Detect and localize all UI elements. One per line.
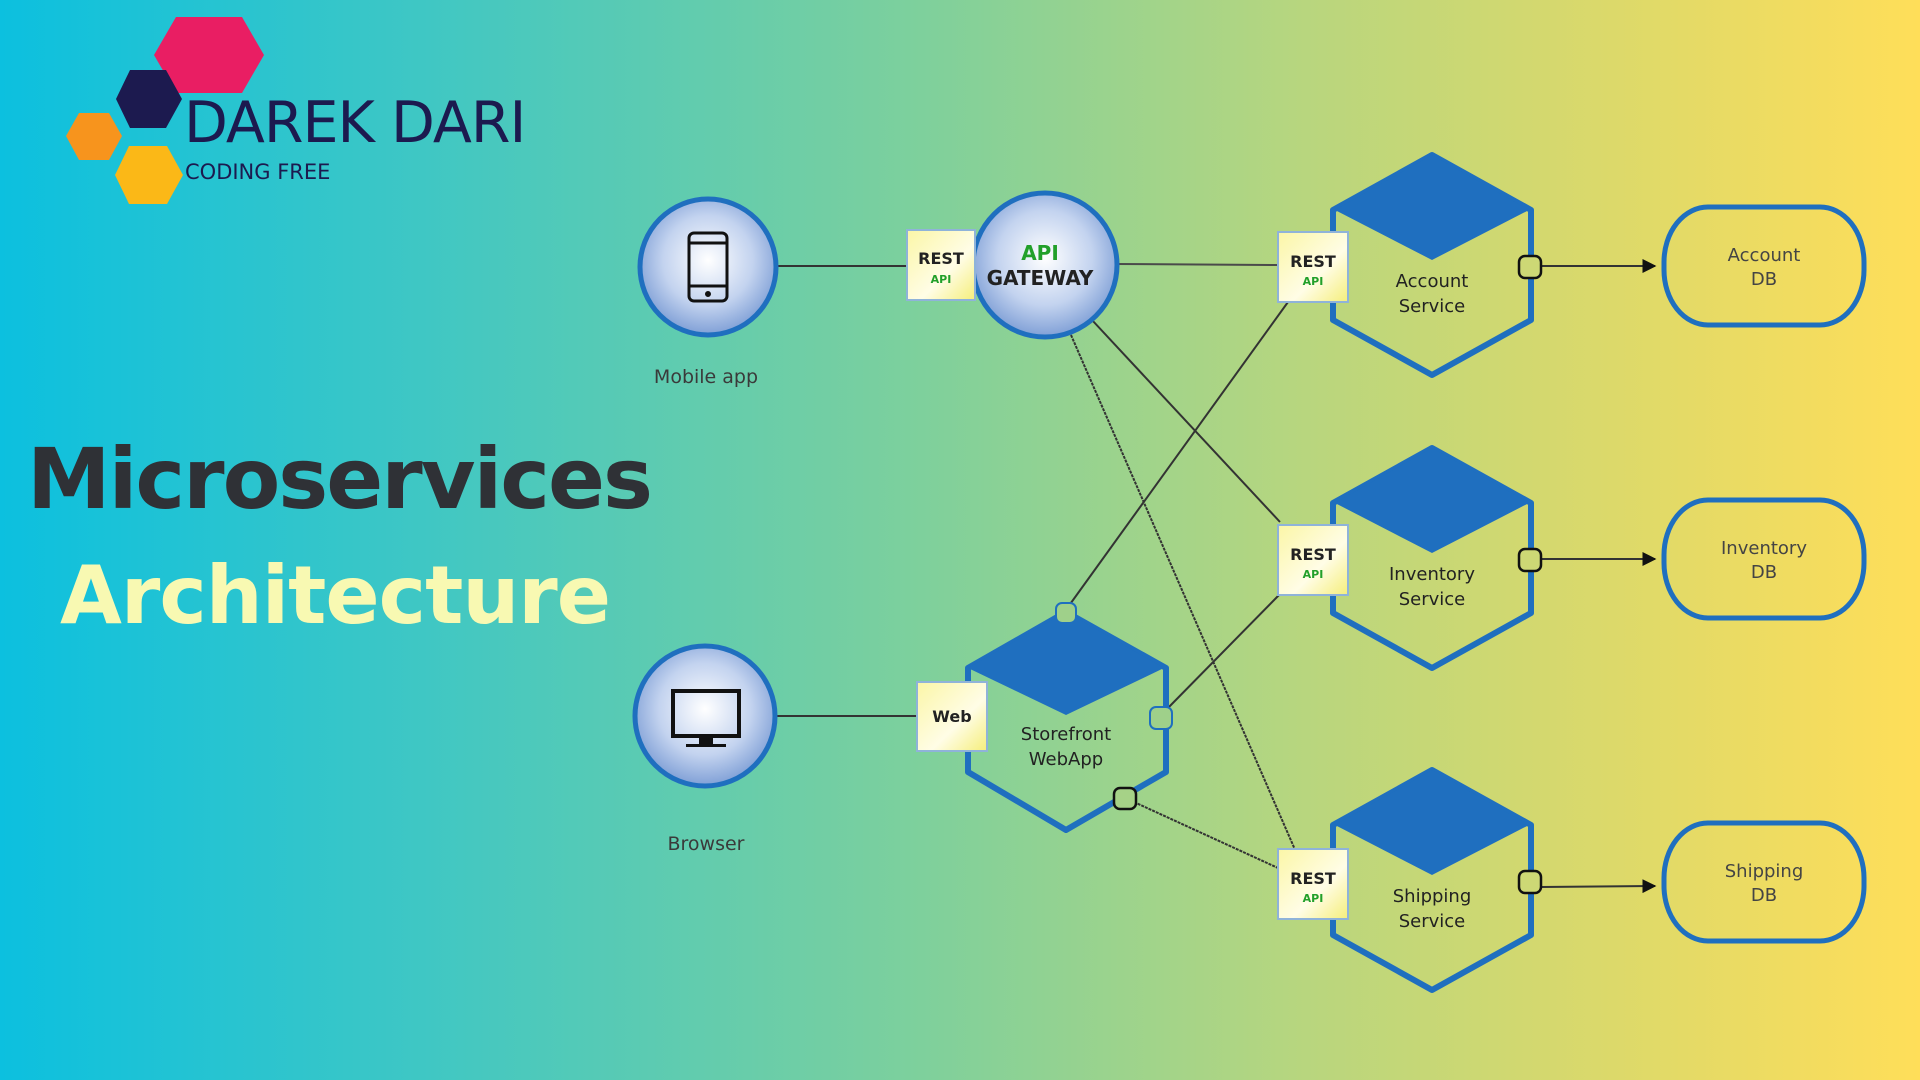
pink-hexagon [154,17,264,93]
orange-hexagon [66,113,122,160]
api-gateway-node[interactable]: API GATEWAY [970,190,1120,340]
edge-shipping-db [1540,879,1657,894]
webapp-label-line1: Storefront [1021,724,1111,745]
service-label-line2: Service [1399,911,1466,932]
service-hexagon-top-face [1335,155,1529,260]
web-label: Web [932,707,971,726]
service-rest-port: REST API [1277,848,1349,920]
client-label-mobile: Mobile app [654,366,758,388]
storefront-webapp-node[interactable]: Storefront WebApp [965,602,1173,833]
brand-logo: DAREK DARI CODING FREE [0,0,560,220]
service-db-port [1517,254,1543,280]
title-line-2: Architecture [60,549,611,642]
api-label: API [1303,275,1324,288]
service-db-port [1517,869,1543,895]
service-hexagon-outline [1330,152,1534,378]
database-shape [1661,497,1867,621]
service-label-line1: Shipping [1393,886,1472,907]
api-label: API [1303,892,1324,905]
navy-hexagon [116,70,182,128]
webapp-web-port: Web [916,681,988,752]
database-label-line1: Account [1728,245,1801,266]
connectors [775,259,1657,894]
service-hexagon-top-face [1335,770,1529,875]
rest-label: REST [1290,252,1336,271]
client-label-browser: Browser [668,833,745,855]
service-hexagon-outline [1330,767,1534,993]
hexagon-cluster-icon [66,17,264,204]
service-hexagon-outline [1330,445,1534,671]
service-hexagon-top-face [1335,448,1529,553]
gateway-label-api: API [1021,241,1059,265]
api-label: API [931,273,952,286]
edge-webapp-shipping [1133,801,1279,869]
service-label-line2: Service [1399,296,1466,317]
edge-webapp-inventory [1165,593,1281,711]
edge-webapp-account [1067,301,1289,608]
service-db-port [1517,547,1543,573]
edge-gateway-inventory [1091,319,1281,523]
edge-gateway-shipping [1070,334,1297,853]
monitor-icon [671,689,741,747]
webapp-port-top [1055,602,1077,624]
rest-label: REST [1290,869,1336,888]
gateway-label-gateway: GATEWAY [987,266,1094,290]
rest-label: REST [918,249,964,268]
gateway-rest-port: REST API [906,229,976,301]
database-label-line2: DB [1751,269,1777,290]
client-mobile[interactable]: Mobile app [637,196,779,388]
brand-name: DAREK DARI [184,90,526,156]
webapp-port-right [1149,706,1173,730]
service-rest-port: REST API [1277,231,1349,303]
webapp-label-line2: WebApp [1029,749,1103,770]
smartphone-icon [687,231,729,303]
database-label-line1: Inventory [1721,538,1807,559]
title-line-1: Microservices [27,430,653,528]
yellow-hexagon [115,146,183,204]
edge-gateway-account [1115,263,1279,266]
webapp-port-bottom [1112,786,1138,811]
brand-tagline: CODING FREE [185,160,331,184]
services-layer: AccountServiceRESTAPIInventoryServiceRES… [1277,152,1543,993]
database-label-line2: DB [1751,562,1777,583]
api-label: API [1303,568,1324,581]
service-rest-port: REST API [1277,524,1349,596]
service-label-line2: Service [1399,589,1466,610]
client-browser[interactable]: Browser [632,643,778,855]
database-shape [1661,820,1867,944]
database-label-line1: Shipping [1725,861,1804,882]
rest-label: REST [1290,545,1336,564]
database-shape [1661,204,1867,328]
service-label-line1: Inventory [1389,564,1475,585]
database-label-line2: DB [1751,885,1777,906]
service-label-line1: Account [1396,271,1469,292]
